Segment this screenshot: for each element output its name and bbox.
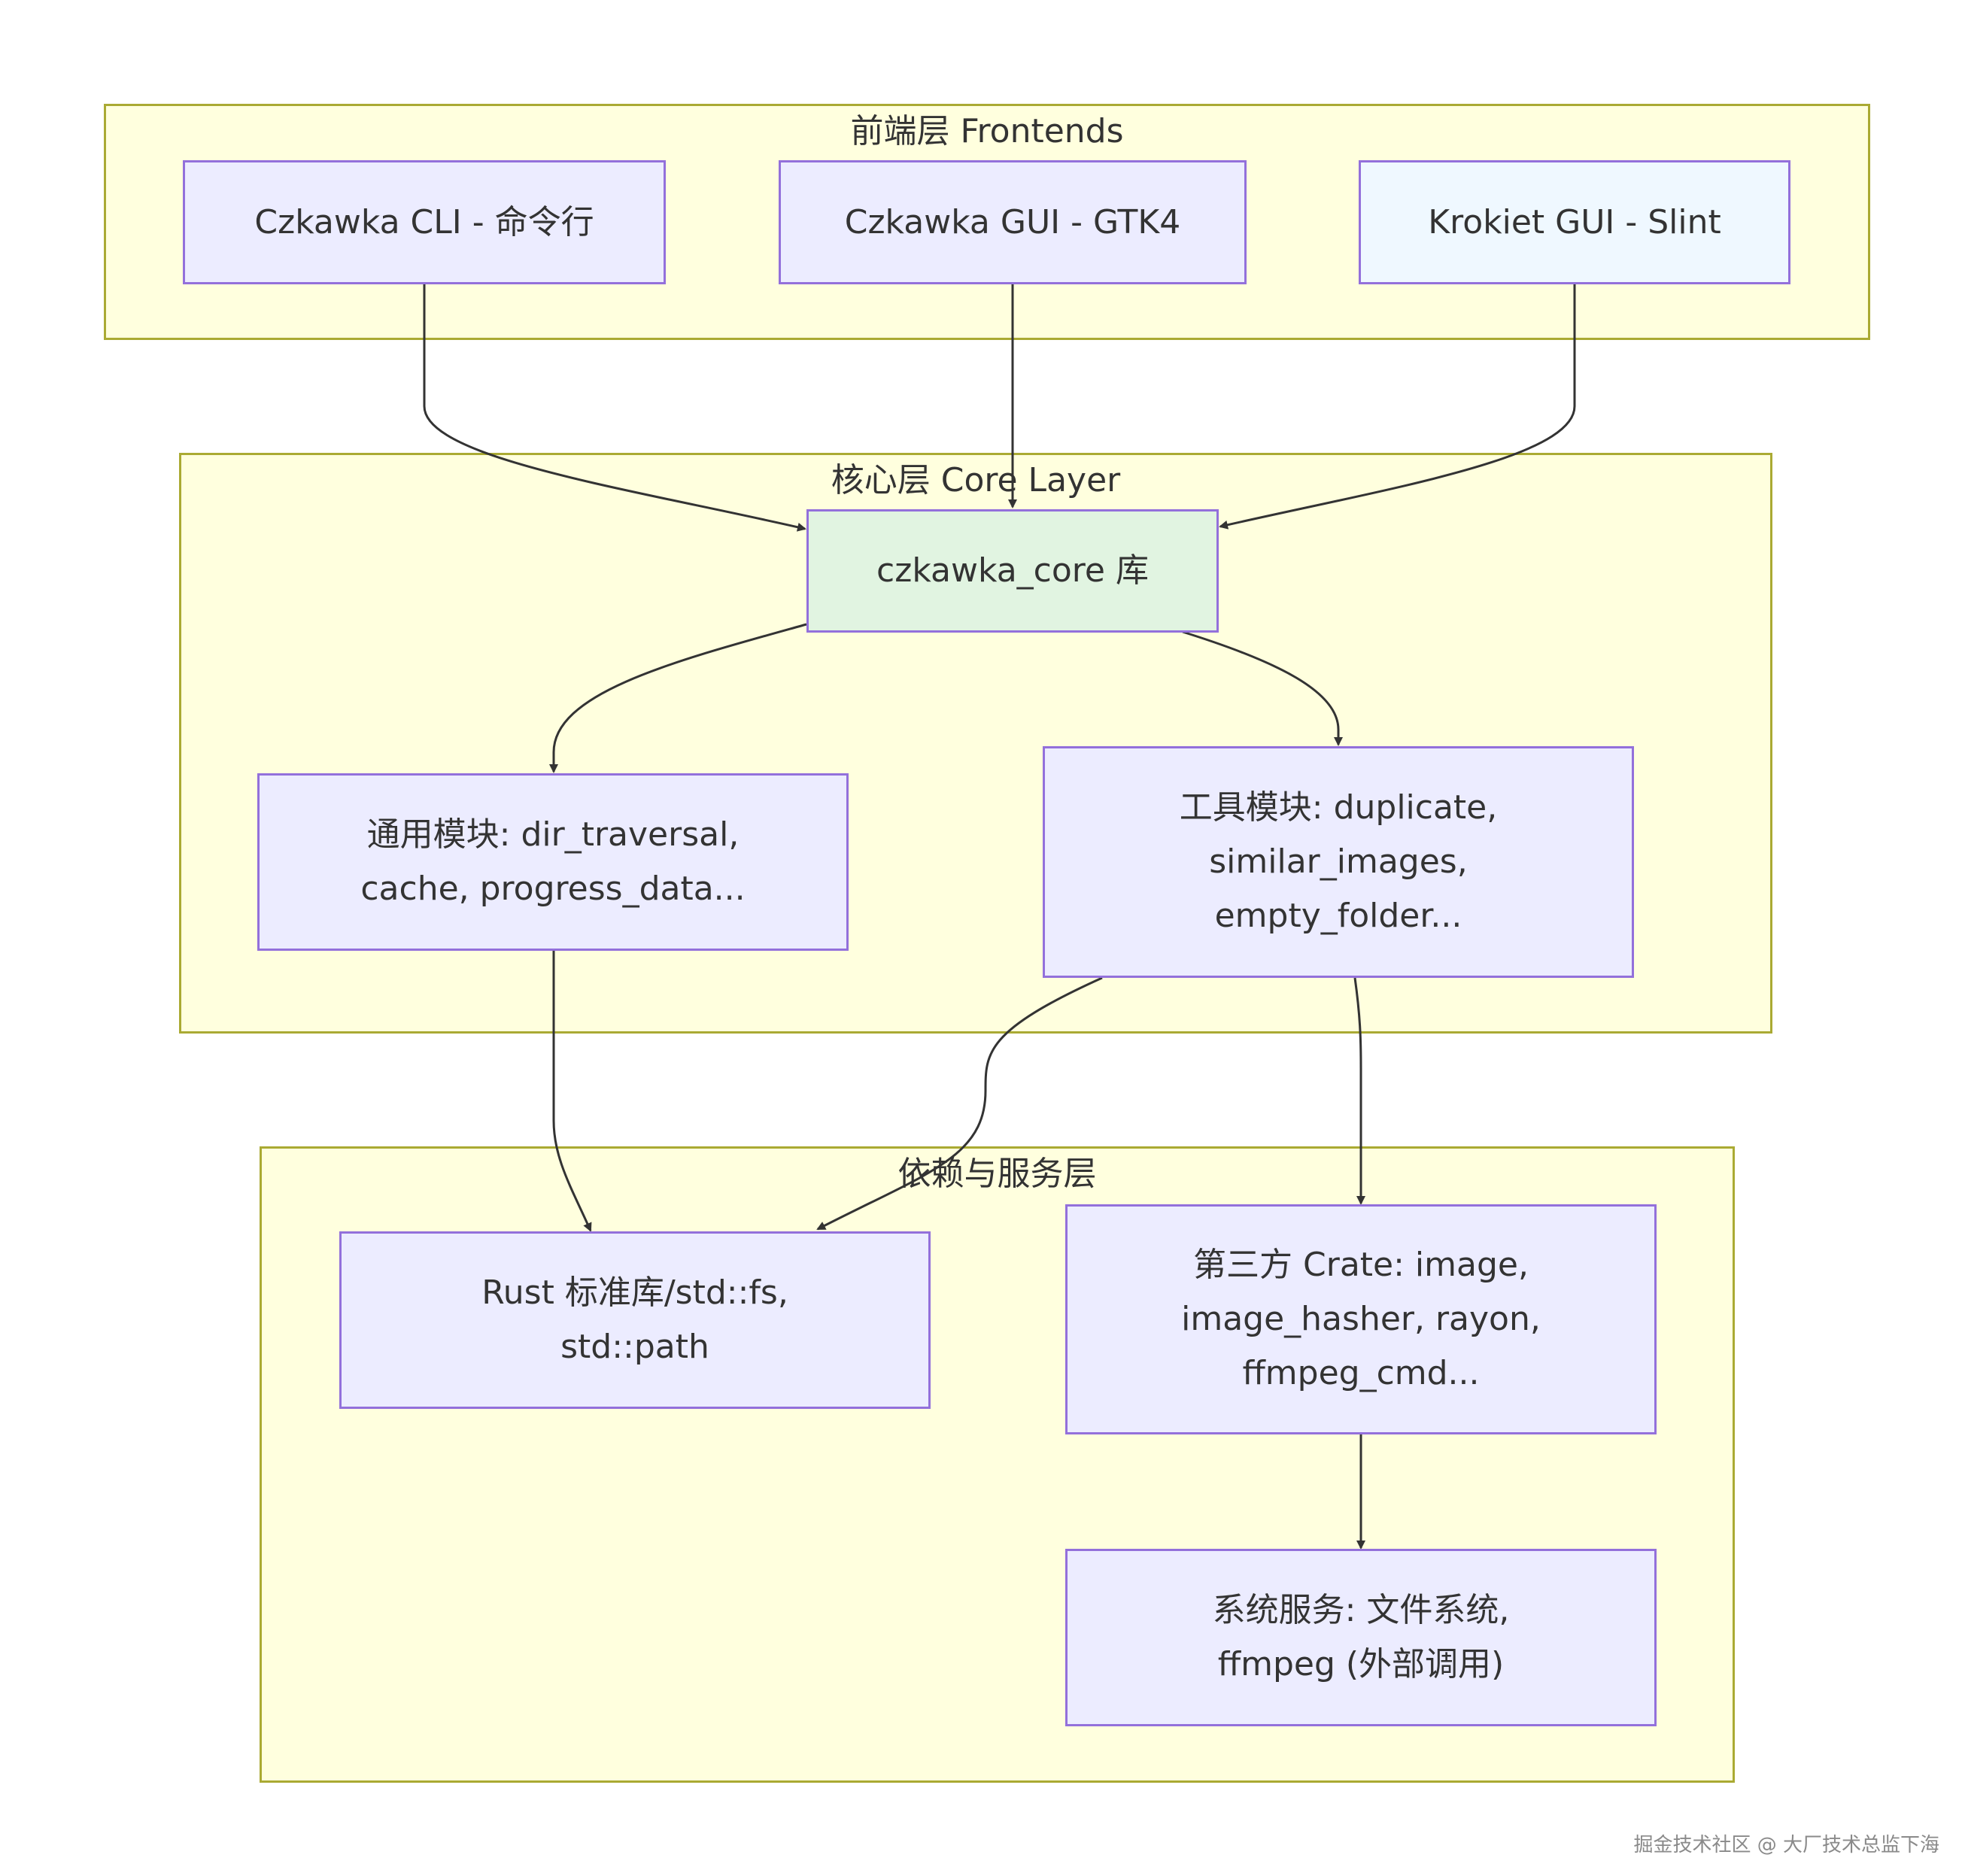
node-tool-modules-line-1: 工具模块: duplicate, <box>1179 788 1498 827</box>
node-czkawka-cli-line-1: Czkawka CLI - 命令行 <box>254 202 594 241</box>
node-rust-std-text: Rust 标准库/std::fs, std::path <box>481 1266 788 1374</box>
node-third-party-crates-line-1: 第三方 Crate: image, <box>1193 1246 1529 1284</box>
node-system-services-text: 系统服务: 文件系统, ffmpeg (外部调用) <box>1213 1583 1510 1692</box>
node-common-modules-text: 通用模块: dir_traversal, cache, progress_dat… <box>360 808 745 916</box>
node-krokiet-gui-slint: Krokiet GUI - Slint <box>1359 160 1790 284</box>
node-tool-modules: 工具模块: duplicate, similar_images, empty_f… <box>1043 746 1634 978</box>
node-system-services-line-1: 系统服务: 文件系统, <box>1212 1591 1510 1629</box>
node-third-party-crates-line-2: image_hasher, rayon, <box>1181 1300 1541 1338</box>
node-system-services: 系统服务: 文件系统, ffmpeg (外部调用) <box>1065 1549 1657 1726</box>
cluster-frontends-label: 前端层 Frontends <box>850 112 1124 150</box>
node-czkawka-core: czkawka_core 库 <box>806 509 1219 633</box>
cluster-core-layer-label: 核心层 Core Layer <box>831 461 1121 499</box>
node-czkawka-cli: Czkawka CLI - 命令行 <box>183 160 666 284</box>
node-czkawka-gui-gtk4: Czkawka GUI - GTK4 <box>779 160 1247 284</box>
node-tool-modules-line-3: empty_folder... <box>1214 897 1462 935</box>
node-system-services-line-2: ffmpeg (外部调用) <box>1217 1645 1505 1683</box>
node-krokiet-gui-slint-line-1: Krokiet GUI - Slint <box>1428 202 1721 241</box>
node-common-modules-line-1: 通用模块: dir_traversal, <box>366 815 740 854</box>
cluster-deps-layer-label: 依赖与服务层 <box>897 1155 1097 1193</box>
node-czkawka-gui-gtk4-line-1: Czkawka GUI - GTK4 <box>844 202 1181 241</box>
node-czkawka-core-text: czkawka_core 库 <box>876 544 1149 598</box>
watermark: 掘金技术社区 @ 大厂技术总监下海 <box>1633 1834 1939 1856</box>
node-common-modules: 通用模块: dir_traversal, cache, progress_dat… <box>257 773 849 951</box>
node-czkawka-core-line-1: czkawka_core 库 <box>876 551 1149 590</box>
node-common-modules-line-2: cache, progress_data... <box>360 870 746 908</box>
node-tool-modules-text: 工具模块: duplicate, similar_images, empty_f… <box>1180 781 1497 943</box>
node-rust-std-line-1: Rust 标准库/std::fs, <box>481 1273 788 1312</box>
node-rust-std: Rust 标准库/std::fs, std::path <box>339 1231 931 1409</box>
node-third-party-crates-line-3: ffmpeg_cmd... <box>1242 1354 1480 1392</box>
node-third-party-crates: 第三方 Crate: image, image_hasher, rayon, f… <box>1065 1204 1657 1434</box>
node-tool-modules-line-2: similar_images, <box>1209 842 1468 881</box>
node-third-party-crates-text: 第三方 Crate: image, image_hasher, rayon, f… <box>1181 1238 1541 1401</box>
node-czkawka-cli-text: Czkawka CLI - 命令行 <box>254 196 594 250</box>
node-czkawka-gui-gtk4-text: Czkawka GUI - GTK4 <box>845 196 1181 250</box>
node-krokiet-gui-slint-text: Krokiet GUI - Slint <box>1428 196 1721 250</box>
node-rust-std-line-2: std::path <box>560 1328 709 1366</box>
